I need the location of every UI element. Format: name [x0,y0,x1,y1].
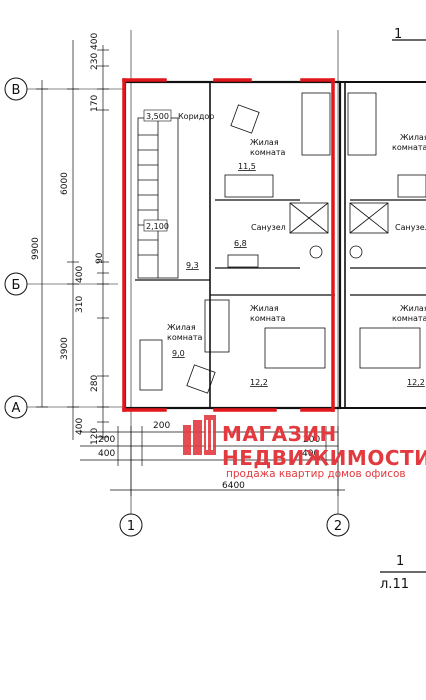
unit-highlight-outline [122,78,335,412]
axis-label-b: Б [12,278,21,293]
bedroom-left-name-1: Жилая [167,323,196,332]
right-bedroom-bottom-area: 12,2 [407,378,425,387]
dimension-labels-left: 230 400 170 6000 400 90 310 3900 280 400… [31,33,105,445]
dim-400-top: 400 [90,33,100,50]
sheet-number: л.11 [380,577,409,592]
toilet-right [349,245,363,259]
bedroom-main-name-1: Жилая [250,304,279,313]
dimension-labels-bottom: 200 200 400 200 400 6400 [98,421,320,491]
bed-right [359,327,421,369]
furniture [139,92,426,394]
dim-120: 120 [90,428,100,445]
dim-280: 280 [90,375,100,392]
bed-top-right [347,92,377,156]
dimension-lines-left [36,40,109,440]
bedroom-left-name-2: комната [167,333,203,342]
axis-label-a: А [12,401,21,416]
axis-marker-v: В [4,77,28,101]
dim-bottom-200-b: 200 [153,421,170,431]
dim-bottom-200-a: 200 [98,435,115,445]
dim-3900: 3900 [60,337,70,360]
bedroom-main-name-2: комната [250,314,286,323]
dim-310: 310 [75,296,85,313]
sofa-left [204,299,230,353]
bedroom-top-area: 11,5 [238,162,256,171]
axis-label-v: В [12,83,21,98]
dim-400-mid: 400 [75,266,85,283]
dim-bottom-200-c: 200 [303,435,320,445]
wardrobe [289,202,329,234]
right-bedroom-bottom-name-1: Жилая [400,304,426,313]
watermark-building-icon [183,415,216,455]
watermark: МАГАЗИН НЕДВИЖИМОСТИ продажа квартир дом… [183,415,426,480]
axis-label-1: 1 [127,519,135,534]
corridor-area: 3,500 [146,112,169,121]
right-bedroom-bottom-name-2: комната [392,314,426,323]
bed-main [264,327,326,369]
sheet-mark-number: 1 [396,554,404,569]
staircase [137,117,179,279]
bedroom-main-area: 12,2 [250,378,268,387]
dim-400-bottom: 400 [75,418,85,435]
corridor-name: Коридор [178,112,214,121]
bedroom-top-name-1: Жилая [250,138,279,147]
bathroom-name: Санузел [251,223,286,232]
right-bathroom-name: Санузел [395,223,426,232]
bedroom-top-name-2: комната [250,148,286,157]
dim-9900: 9900 [31,237,41,260]
watermark-line-3: продажа квартир домов офисов [226,468,406,480]
axis-label-2: 2 [334,519,342,534]
desk-chair-left [186,364,216,394]
dim-230: 230 [90,53,100,70]
axis-marker-b: Б [4,272,28,296]
dim-170: 170 [90,95,100,112]
dim-6000: 6000 [60,172,70,195]
section-mark-label: 1 [394,27,402,42]
watermark-line-1: МАГАЗИН [222,422,337,446]
watermark-line-2: НЕДВИЖИМОСТИ [222,446,426,470]
stair-area: 9,3 [186,261,199,270]
axis-marker-2: 2 [326,513,350,537]
dim-6400: 6400 [222,481,245,491]
stair-level: 2,100 [146,222,169,231]
sofa-top [224,174,274,198]
sofa-top-right [397,174,426,198]
dim-bottom-400-a: 400 [98,449,115,459]
walls [123,80,426,410]
bathroom-area: 6,8 [234,239,247,248]
section-mark-top: 1 [392,27,426,42]
dim-90: 90 [95,252,105,264]
right-bedroom-top-name-2: комната [392,143,426,152]
axis-marker-1: 1 [119,513,143,537]
room-labels: 3,500 Коридор Жилая комната 11,5 Санузел… [143,109,426,387]
bedroom-left-area: 9,0 [172,349,185,358]
toilet [309,245,323,259]
sink [227,254,259,268]
right-bedroom-top-name-1: Жилая [400,133,426,142]
wardrobe-right [349,202,389,234]
bed-top [301,92,331,156]
axis-marker-a: А [4,395,28,419]
sheet-mark: 1 л.11 [380,554,426,592]
bed-left [139,339,163,391]
desk-chair [230,104,260,134]
dim-bottom-400-b: 400 [302,449,319,459]
